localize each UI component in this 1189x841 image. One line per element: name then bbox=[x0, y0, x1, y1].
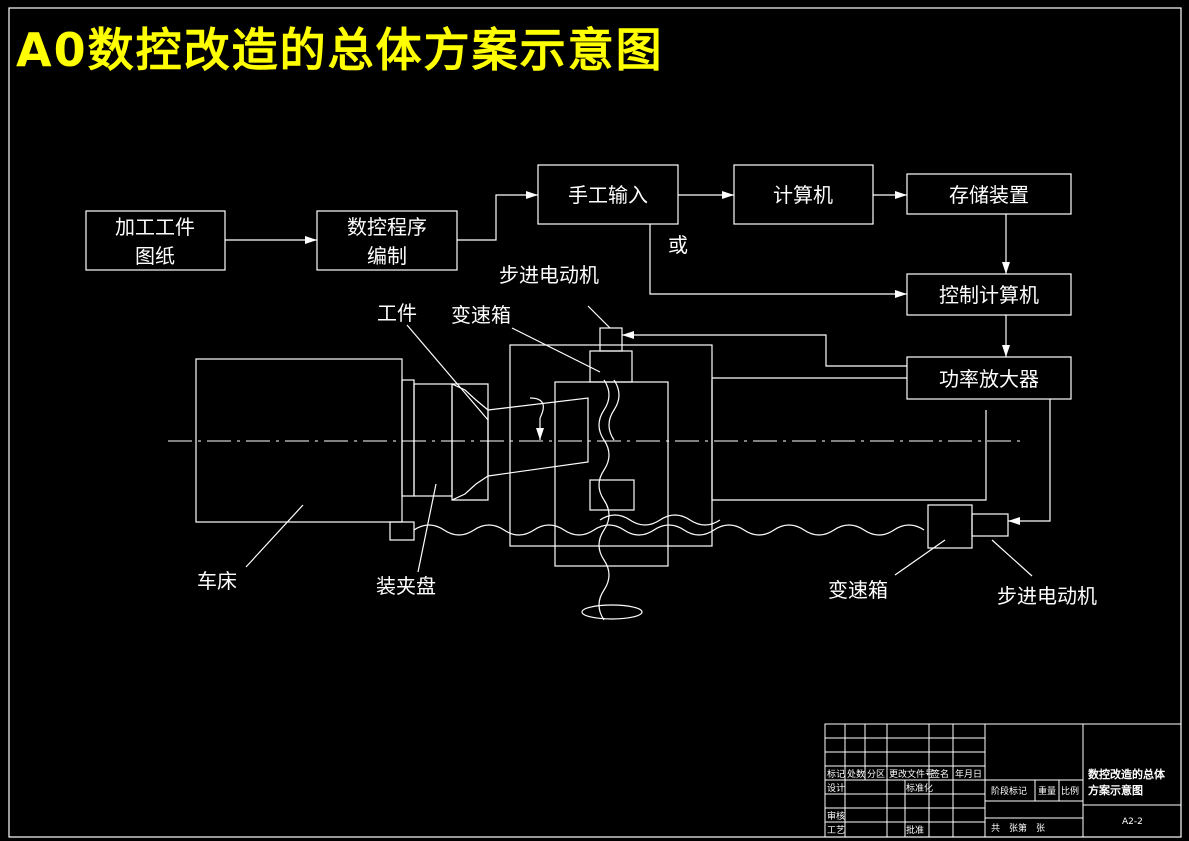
title-block: 标记 处数 分区 更改文件号 签名 年月日 设计 标准化 阶段标记 重量 比例 … bbox=[824, 723, 1182, 838]
tb-count: 处数 bbox=[847, 768, 865, 780]
tb-zone: 分区 bbox=[867, 769, 885, 780]
workpiece-label: 工件 bbox=[377, 301, 417, 325]
chuck bbox=[413, 383, 453, 497]
drawing-line1: 加工工件 bbox=[115, 215, 195, 239]
tb-mark: 标记 bbox=[827, 768, 845, 780]
tb-scale: 比例 bbox=[1061, 785, 1079, 797]
tb-weight: 重量 bbox=[1038, 785, 1056, 797]
tb-date: 年月日 bbox=[955, 768, 982, 780]
tb-sheet: 共 张第 张 bbox=[991, 822, 1045, 834]
tb-sign: 签名 bbox=[931, 768, 949, 780]
drawing-title: A0数控改造的总体方案示意图 bbox=[16, 23, 664, 77]
workpiece bbox=[487, 397, 589, 477]
tb-change-doc: 更改文件号 bbox=[889, 768, 934, 780]
program-line1: 数控程序 bbox=[347, 215, 427, 239]
storage-box bbox=[906, 173, 1072, 215]
stepper-top bbox=[599, 327, 623, 352]
tb-code: A2-2 bbox=[1122, 817, 1143, 827]
chuck-label: 装夹盘 bbox=[376, 574, 436, 598]
storage-label: 存储装置 bbox=[949, 183, 1029, 207]
tool-post bbox=[554, 381, 669, 567]
gearbox-bottom-label: 变速箱 bbox=[828, 578, 888, 602]
gearbox-bottom bbox=[927, 504, 973, 549]
lathe-label: 车床 bbox=[197, 569, 237, 593]
tb-standard: 标准化 bbox=[906, 782, 933, 794]
drawing-border bbox=[8, 7, 1182, 838]
tb-design: 设计 bbox=[827, 782, 845, 794]
amplifier-label: 功率放大器 bbox=[939, 367, 1039, 391]
tb-process: 工艺 bbox=[827, 825, 845, 836]
computer-label: 计算机 bbox=[773, 183, 833, 207]
drawing-line2: 图纸 bbox=[135, 244, 175, 268]
tb-approve: 批准 bbox=[906, 824, 924, 836]
gearbox-top-label: 变速箱 bbox=[451, 303, 511, 327]
control-computer-label: 控制计算机 bbox=[939, 283, 1039, 307]
program-line2: 编制 bbox=[367, 244, 407, 268]
manual-input-label: 手工输入 bbox=[568, 183, 648, 207]
tb-name-line1: 数控改造的总体 bbox=[1088, 767, 1166, 781]
or-label: 或 bbox=[668, 233, 688, 257]
handwheel bbox=[581, 604, 643, 620]
tb-review: 审核 bbox=[827, 810, 845, 822]
stepper-bottom-label: 步进电动机 bbox=[997, 584, 1097, 608]
stepper-bottom bbox=[971, 513, 1009, 537]
tb-name-line2: 方案示意图 bbox=[1088, 783, 1143, 797]
tb-stage: 阶段标记 bbox=[991, 785, 1027, 797]
stepper-top-label: 步进电动机 bbox=[499, 263, 599, 287]
